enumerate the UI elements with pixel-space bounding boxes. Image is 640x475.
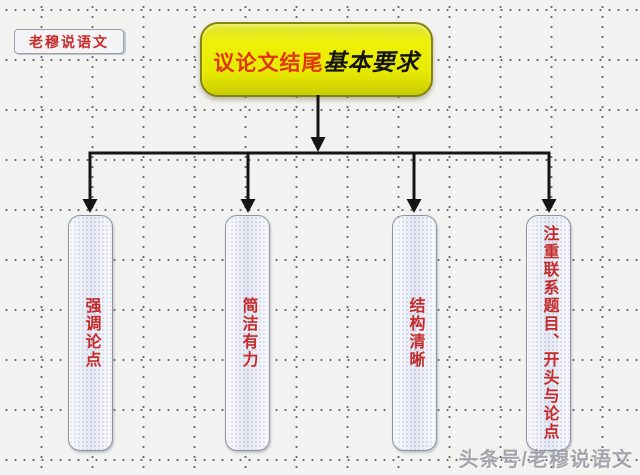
root-title-black: 基本要求 <box>323 48 420 75</box>
root-title-red: 议论文结尾 <box>213 51 324 75</box>
branch-label-2: 简洁有力 <box>239 297 257 369</box>
branch-capsule-3: 结构清晰 <box>392 215 437 451</box>
branch-label-4: 注重联系题目、开头与论点 <box>540 225 558 441</box>
branch-arrowhead-1 <box>82 199 98 213</box>
branch-arrowhead-4 <box>541 199 557 213</box>
root-node: 议论文结尾基本要求 <box>200 22 433 97</box>
brand-badge-label: 老穆说语文 <box>29 33 109 50</box>
branch-capsule-1: 强调论点 <box>68 215 113 451</box>
branch-arrowhead-2 <box>240 199 256 213</box>
brand-badge: 老穆说语文 <box>14 29 124 54</box>
branch-rail <box>88 151 551 202</box>
root-node-title: 议论文结尾基本要求 <box>214 43 420 77</box>
branch-arrowhead-3 <box>406 199 422 213</box>
branch-capsule-2: 简洁有力 <box>225 215 270 451</box>
branch-label-1: 强调论点 <box>82 297 100 369</box>
branch-label-3: 结构清晰 <box>406 297 424 369</box>
root-arrowhead <box>310 137 326 152</box>
branch-capsule-4: 注重联系题目、开头与论点 <box>526 215 571 451</box>
bottom-watermark: 头条号/老穆说语文 <box>458 449 633 471</box>
